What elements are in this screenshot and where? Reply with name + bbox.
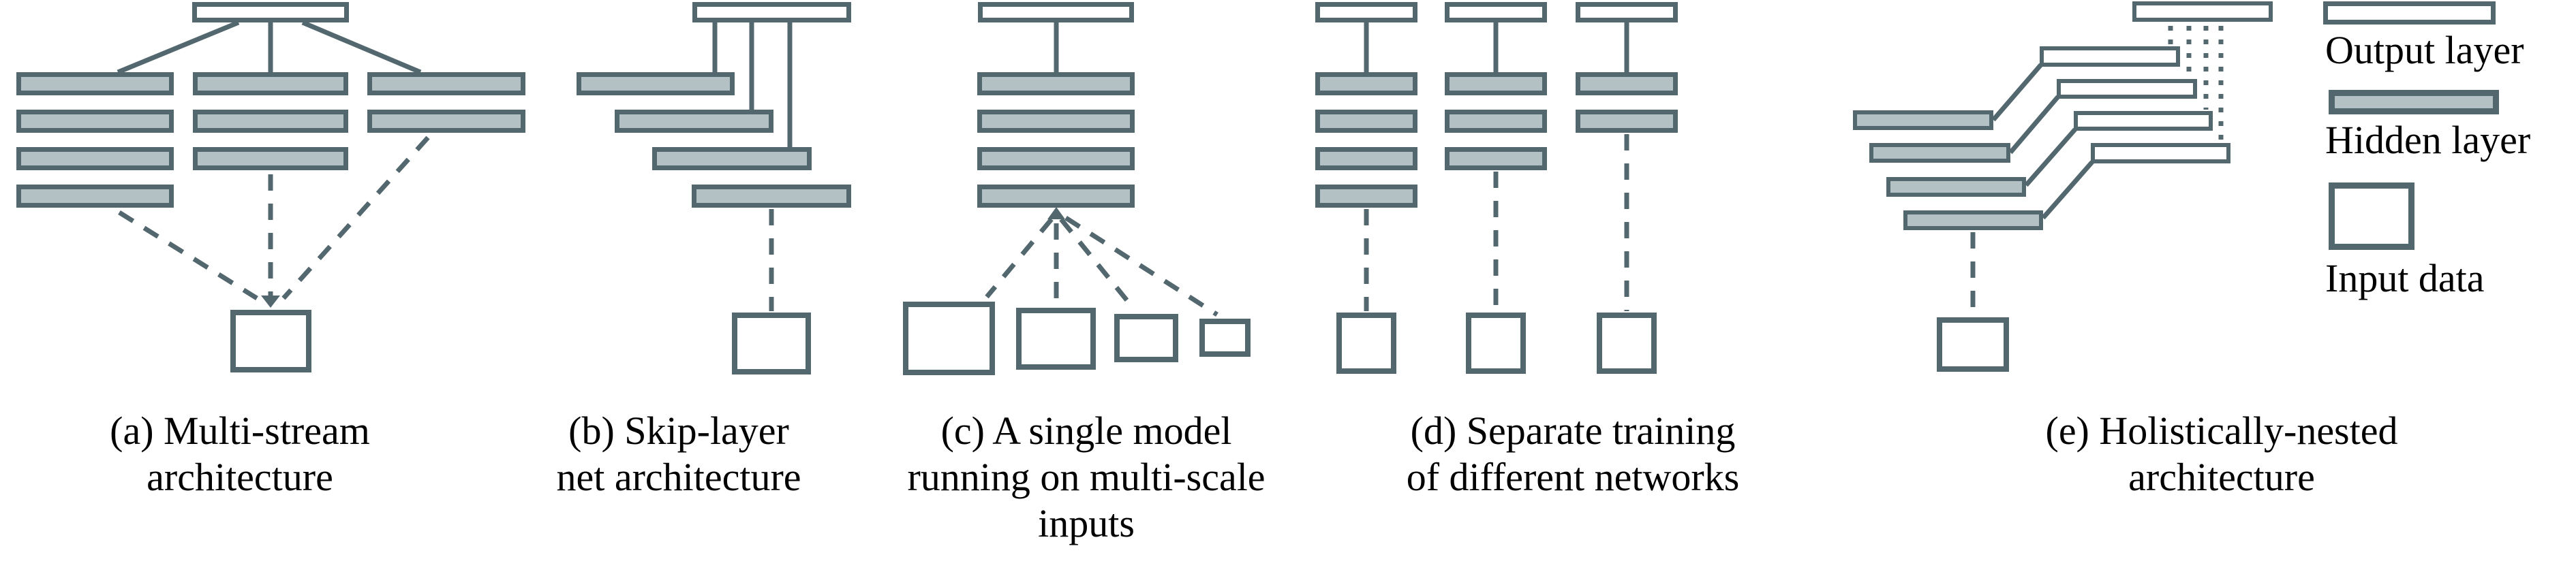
e-hidden3 (1886, 177, 2026, 197)
legend-input-data-swatch (2329, 182, 2414, 250)
a-stream2-hidden1 (193, 72, 348, 95)
c-arrow-up-icon (1047, 207, 1065, 219)
e-side-output1 (2040, 46, 2180, 67)
a-stream3-hidden1 (367, 72, 525, 95)
e-side-output4 (2091, 143, 2230, 163)
e-hidden1 (1853, 110, 1993, 130)
caption-a-line1: (a) Multi-stream (110, 409, 370, 453)
d-net1-hidden4 (1315, 185, 1417, 208)
e-side-output2 (2057, 79, 2197, 99)
a-arrow-down-icon (261, 296, 280, 308)
a-stream1-hidden3 (16, 147, 174, 170)
a-stream1-hidden2 (16, 110, 174, 133)
d-net2-hidden3 (1445, 147, 1547, 170)
panel-a-connectors (117, 20, 430, 308)
a-solid-link-right (301, 20, 422, 75)
e-hidden4 (1903, 210, 2043, 230)
b-hidden4 (692, 185, 851, 208)
e-diag-link-1 (1991, 63, 2043, 122)
a-dashed-right (281, 135, 430, 300)
c-input-scale3 (1114, 314, 1178, 362)
caption-d-line2: of different networks (1406, 455, 1740, 499)
caption-e-line1: (e) Holistically-nested (2045, 409, 2398, 453)
a-solid-link-left (117, 20, 240, 75)
d-net3-hidden2 (1576, 110, 1678, 133)
caption-e-line2: architecture (2128, 455, 2315, 499)
d-net2-output-layer (1445, 2, 1547, 22)
d-net1-input-data (1336, 313, 1396, 374)
e-diag-link-4 (2041, 160, 2094, 220)
d-net1-hidden3 (1315, 147, 1417, 170)
c-hidden2 (977, 110, 1135, 133)
e-side-output3 (2074, 111, 2213, 131)
b-hidden1 (577, 72, 735, 95)
a-dashed-left (118, 210, 258, 300)
caption-panel-c: (c) A single model running on multi-scal… (907, 408, 1265, 547)
d-net2-hidden2 (1445, 110, 1547, 133)
caption-c-line1: (c) A single model (940, 409, 1232, 453)
c-hidden4 (977, 185, 1135, 208)
b-input-data (732, 313, 811, 374)
c-input-scale2 (1016, 308, 1096, 370)
a-stream3-hidden2 (367, 110, 525, 133)
a-stream1-hidden1 (16, 72, 174, 95)
caption-d-line1: (d) Separate training (1410, 409, 1736, 453)
caption-c-line3: inputs (1038, 501, 1135, 545)
d-net1-output-layer (1315, 2, 1417, 22)
d-net1-hidden2 (1315, 110, 1417, 133)
caption-panel-a: (a) Multi-stream architecture (110, 408, 370, 500)
caption-b-line1: (b) Skip-layer (568, 409, 789, 453)
legend-output-layer-label: Output layer (2325, 28, 2524, 72)
legend-hidden-layer-label: Hidden layer (2325, 118, 2531, 162)
c-hidden3 (977, 147, 1135, 170)
d-net2-input-data (1466, 313, 1526, 374)
d-net1-hidden1 (1315, 72, 1417, 95)
b-hidden2 (615, 110, 773, 133)
panel-c-connectors (985, 22, 1218, 317)
a-input-data (230, 310, 311, 372)
panel-b-connectors (712, 22, 793, 311)
caption-panel-d: (d) Separate training of different netwo… (1407, 408, 1740, 500)
a-stream2-hidden3 (193, 147, 348, 170)
e-diag-link-3 (2024, 127, 2077, 187)
caption-c-line2: running on multi-scale (907, 455, 1266, 499)
caption-panel-b: (b) Skip-layer net architecture (556, 408, 801, 500)
e-fused-output-layer (2132, 1, 2273, 22)
panel-d-connectors (1364, 22, 1629, 311)
a-stream2-hidden2 (193, 110, 348, 133)
panel-e-connectors (1970, 26, 2224, 316)
legend-output-layer-swatch (2323, 1, 2496, 25)
c-dashed-scale3 (1059, 217, 1137, 312)
e-input-data (1937, 317, 2009, 372)
a-output-layer (192, 2, 349, 22)
e-hidden2 (1869, 143, 2010, 163)
legend-input-data-label: Input data (2325, 256, 2485, 300)
e-diag-link-2 (2008, 95, 2060, 155)
caption-panel-e: (e) Holistically-nested architecture (2046, 408, 2398, 500)
legend-hidden-layer-swatch (2329, 90, 2499, 114)
caption-b-line2: net architecture (556, 455, 801, 499)
d-net2-hidden1 (1445, 72, 1547, 95)
c-dashed-scale1 (985, 217, 1054, 299)
d-net3-input-data (1597, 313, 1657, 374)
a-stream1-hidden4 (16, 185, 174, 208)
caption-a-line2: architecture (147, 455, 333, 499)
d-net3-output-layer (1576, 2, 1678, 22)
c-input-scale1 (903, 302, 995, 375)
b-hidden3 (652, 147, 812, 170)
b-output-layer (692, 2, 851, 22)
c-input-scale4 (1199, 319, 1251, 357)
d-net3-hidden1 (1576, 72, 1678, 95)
c-output-layer (978, 2, 1134, 22)
c-hidden1 (977, 72, 1135, 95)
c-dashed-scale4 (1064, 216, 1218, 317)
